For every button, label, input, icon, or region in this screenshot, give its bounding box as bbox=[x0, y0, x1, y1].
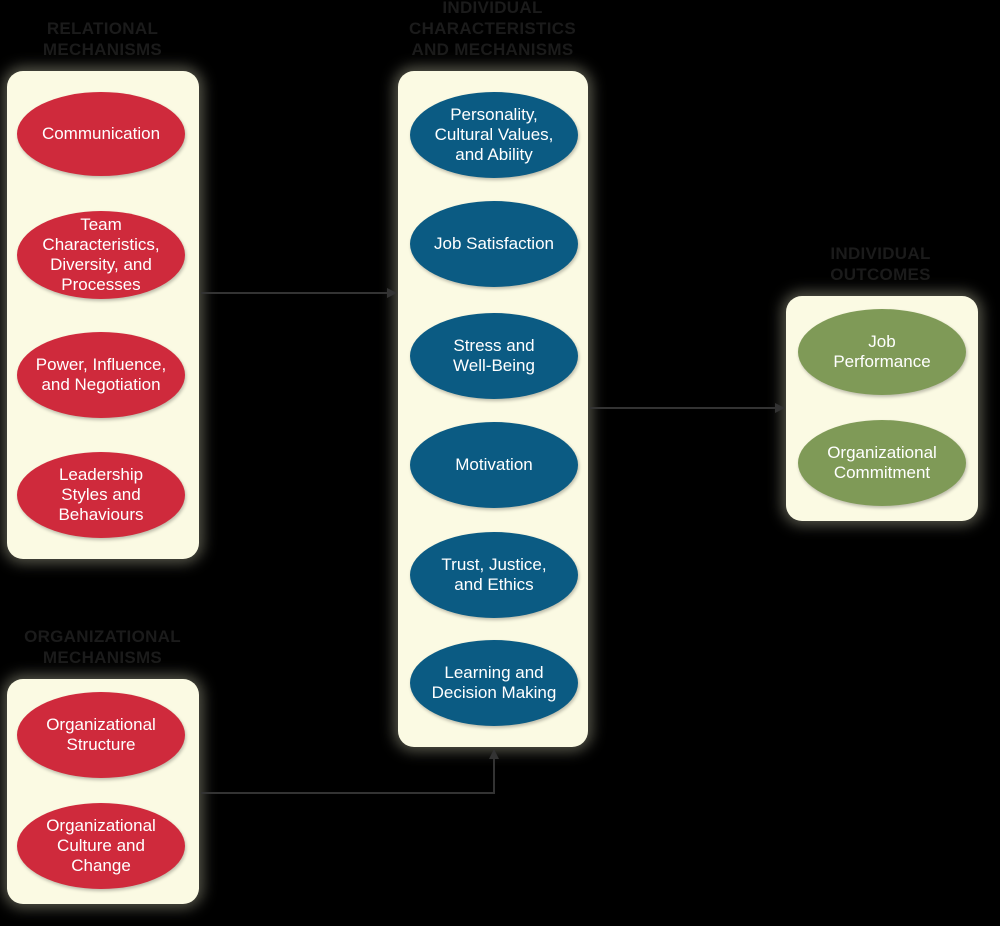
organizational-to-individual-arrow bbox=[201, 749, 499, 794]
power-influence-node: Power, Influence, and Negotiation bbox=[17, 332, 185, 418]
heading-line: MECHANISMS bbox=[42, 40, 163, 59]
relational-mechanisms-heading: RELATIONAL MECHANISMS bbox=[5, 18, 200, 60]
motivation-node: Motivation bbox=[410, 422, 578, 508]
leadership-styles-node: Leadership Styles and Behaviours bbox=[17, 452, 185, 538]
job-satisfaction-node: Job Satisfaction bbox=[410, 201, 578, 287]
individual-outcomes-heading: INDIVIDUAL OUTCOMES bbox=[783, 243, 978, 285]
learning-decision-node: Learning and Decision Making bbox=[410, 640, 578, 726]
communication-node: Communication bbox=[17, 92, 185, 176]
individual-mechanisms-panel bbox=[398, 71, 588, 747]
stress-wellbeing-node: Stress and Well-Being bbox=[410, 313, 578, 399]
heading-line: AND MECHANISMS bbox=[411, 40, 574, 59]
heading-line: INDIVIDUAL bbox=[442, 0, 543, 17]
heading-line: ORGANIZATIONAL bbox=[24, 627, 181, 646]
heading-line: CHARACTERISTICS bbox=[409, 19, 576, 38]
heading-line: OUTCOMES bbox=[830, 265, 931, 284]
organizational-structure-node: Organizational Structure bbox=[17, 692, 185, 778]
heading-line: MECHANISMS bbox=[42, 648, 163, 667]
heading-line: RELATIONAL bbox=[46, 19, 159, 38]
trust-justice-node: Trust, Justice, and Ethics bbox=[410, 532, 578, 618]
organizational-commitment-node: Organizational Commitment bbox=[798, 420, 966, 506]
team-characteristics-node: Team Characteristics, Diversity, and Pro… bbox=[17, 211, 185, 299]
personality-node: Personality, Cultural Values, and Abilit… bbox=[410, 92, 578, 178]
organizational-mechanisms-heading: ORGANIZATIONAL MECHANISMS bbox=[0, 626, 205, 668]
job-performance-node: Job Performance bbox=[798, 309, 966, 395]
organizational-culture-node: Organizational Culture and Change bbox=[17, 803, 185, 889]
heading-line: INDIVIDUAL bbox=[830, 244, 931, 263]
individual-characteristics-heading: INDIVIDUAL CHARACTERISTICS AND MECHANISM… bbox=[380, 0, 605, 60]
